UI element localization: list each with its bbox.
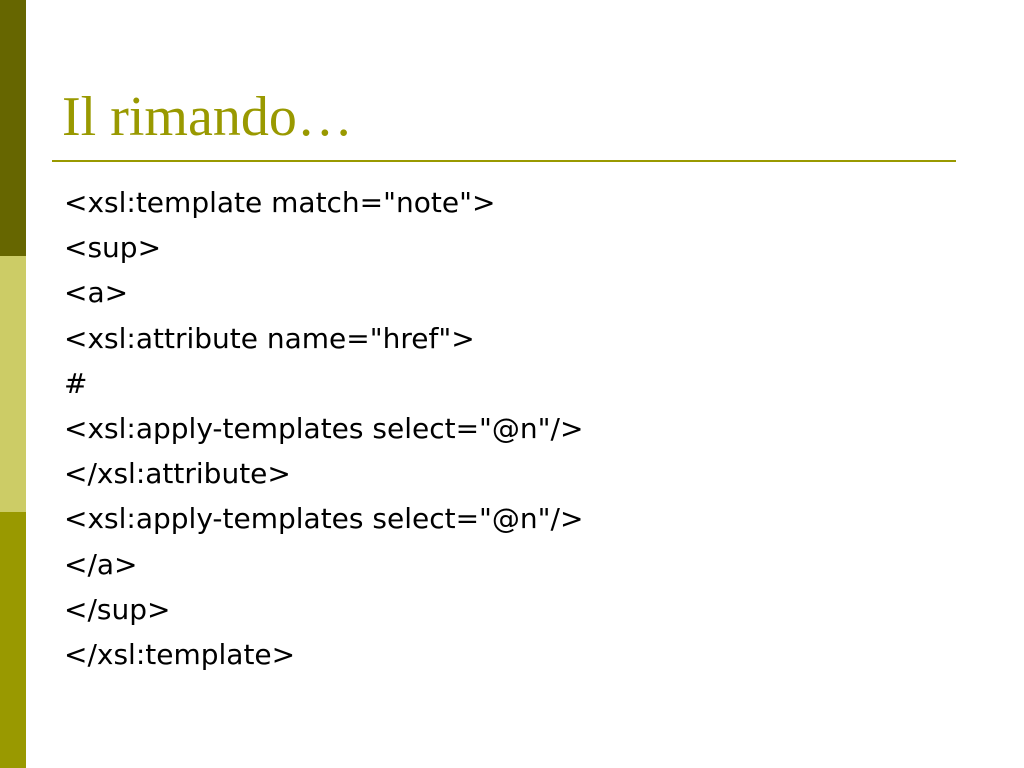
code-line: <a> bbox=[64, 276, 129, 310]
code-line: <sup> bbox=[64, 231, 162, 265]
code-line: <xsl:apply-templates select="@n"/> bbox=[64, 502, 584, 536]
code-line: <xsl:template match="note"> bbox=[64, 186, 496, 219]
side-band-top bbox=[0, 0, 26, 256]
code-line: # bbox=[64, 366, 88, 400]
slide-title: Il rimando… bbox=[62, 86, 353, 148]
code-line: </a> bbox=[64, 547, 138, 581]
code-line: </xsl:attribute> bbox=[64, 457, 291, 491]
code-line: </sup> bbox=[64, 592, 171, 626]
code-line: <xsl:apply-templates select="@n"/> bbox=[64, 411, 584, 445]
side-band-middle bbox=[0, 256, 26, 512]
side-band-bottom bbox=[0, 512, 26, 768]
code-line: <xsl:attribute name="href"> bbox=[64, 321, 475, 355]
code-line: </xsl:template> bbox=[64, 637, 296, 671]
code-listing: <xsl:template match="note"> <sup> <a> <x… bbox=[64, 180, 583, 677]
title-divider bbox=[52, 160, 956, 162]
